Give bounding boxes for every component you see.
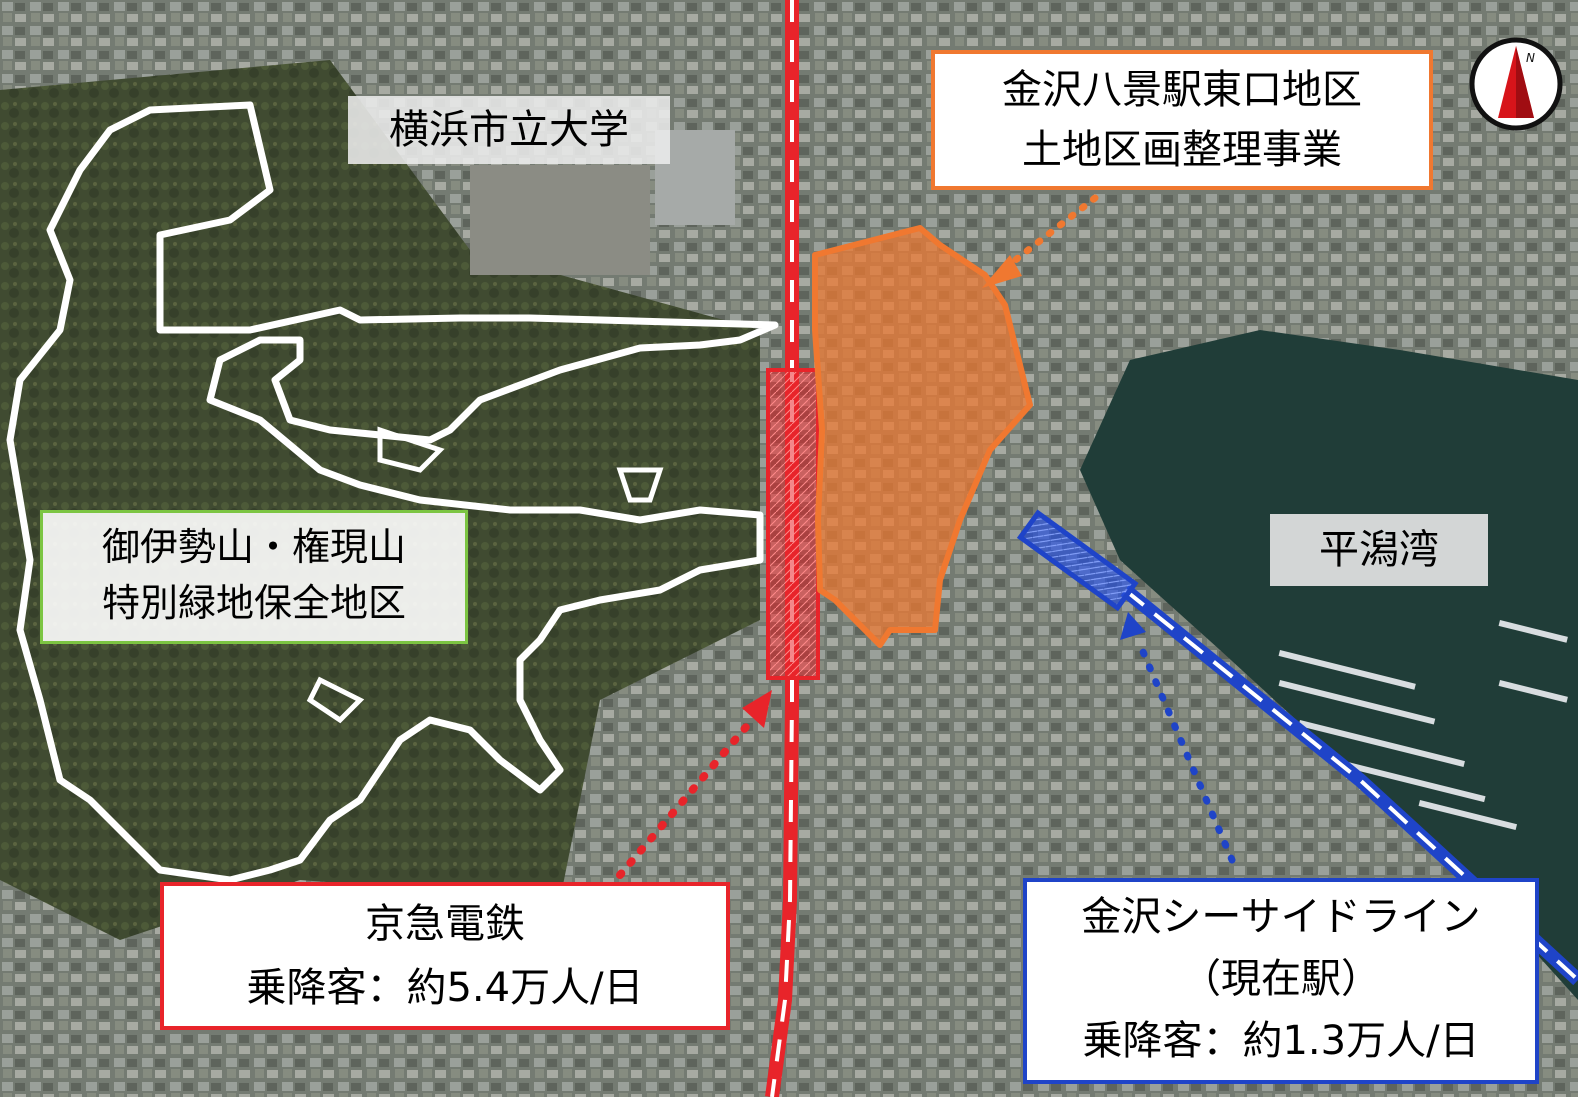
compass-letter: N [1526,51,1535,65]
university-label: 横浜市立大学 [348,96,670,164]
seaside-station [1016,509,1139,612]
conservation-outline-inner [306,426,664,724]
project-label-line2: 土地区画整理事業 [1022,127,1342,173]
project-label: 金沢八景駅東口地区 土地区画整理事業 [931,50,1433,190]
keikyu-station [766,368,820,680]
project-pointer-arrowhead [982,255,1022,288]
project-area [812,225,1033,648]
north-arrow-icon: N [1469,37,1563,131]
keikyu-line-dash [770,0,794,1097]
keikyu-pointer-arrowhead [742,690,772,728]
seaside-pointer-arrowhead [1120,612,1146,640]
conservation-outline [6,101,779,884]
seaside-label: 金沢シーサイドライン （現在駅） 乗降客：約1.3万人/日 [1023,878,1539,1084]
bay-label: 平潟湾 [1270,514,1488,586]
keikyu-pointer [616,716,756,879]
forest-area [0,60,760,940]
keikyu-label: 京急電鉄 乗降客：約5.4万人/日 [160,882,730,1030]
seaside-line-dash [1123,588,1578,982]
university-ground [470,165,650,275]
project-pointer [996,194,1099,276]
bay-label-text: 平潟湾 [1319,527,1439,573]
boat-moorings [1278,620,1568,831]
keikyu-label-line2: 乗降客：約5.4万人/日 [246,965,644,1011]
seaside-label-line1: 金沢シーサイドライン [1081,894,1481,940]
seaside-label-line2: （現在駅） [1181,956,1381,1002]
green-area-label-line1: 御伊勢山・権現山 [101,525,406,569]
keikyu-label-line1: 京急電鉄 [365,901,525,947]
green-area-label-line2: 特別緑地保全地区 [101,581,406,625]
seaside-label-line3: 乗降客：約1.3万人/日 [1082,1018,1480,1064]
green-area-label: 御伊勢山・権現山 特別緑地保全地区 [40,510,468,644]
project-label-line1: 金沢八景駅東口地区 [1002,67,1362,113]
university-label-text: 横浜市立大学 [389,107,629,153]
